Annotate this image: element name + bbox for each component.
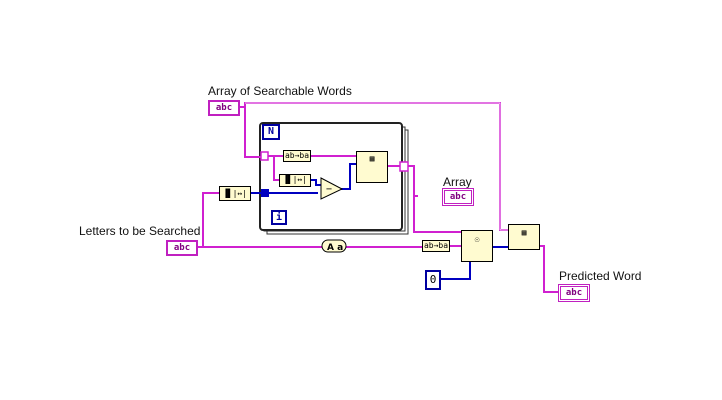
svg-text:A a: A a: [327, 243, 343, 253]
subtract-node[interactable]: −: [320, 177, 344, 200]
to-upper-case-node[interactable]: A a: [321, 239, 347, 253]
reverse-string-node[interactable]: ab→ba: [283, 150, 311, 162]
loop-count-terminal[interactable]: N: [262, 124, 280, 140]
array-of-searchable-words-control[interactable]: abc: [208, 100, 240, 116]
build-array-label: ▦: [369, 154, 375, 163]
index-array-node[interactable]: ▦: [508, 224, 540, 250]
zero-numeric-constant[interactable]: 0: [425, 270, 441, 290]
search-1d-array-node[interactable]: ☉: [461, 230, 493, 262]
loop-iteration-terminal[interactable]: i: [271, 210, 287, 225]
string-length-node[interactable]: ▐▌|↔|: [279, 174, 311, 187]
predicted-word-label: Predicted Word: [559, 269, 642, 283]
predicted-word-indicator[interactable]: abc: [558, 284, 590, 302]
for-loop-structure[interactable]: [259, 122, 409, 235]
letters-to-be-searched-control[interactable]: abc: [166, 240, 198, 256]
loop-tunnel-string: [260, 151, 269, 161]
array-indicator-label: Array: [443, 175, 472, 189]
array-of-searchable-words-label: Array of Searchable Words: [208, 84, 352, 98]
index-array-label: ▦: [521, 228, 527, 237]
search-1d-label: ☉: [474, 235, 480, 244]
string-length-label: ▐▌|↔|: [282, 175, 308, 184]
reverse-string-label: ab→ba: [284, 151, 310, 160]
string-length-outer-label: ▐▌|↔|: [222, 189, 248, 198]
svg-text:−: −: [326, 184, 332, 195]
letters-to-be-searched-label: Letters to be Searched: [79, 224, 201, 238]
reverse-string-node-2[interactable]: ab→ba: [422, 240, 450, 252]
array-indicator[interactable]: abc: [442, 188, 474, 206]
loop-output-tunnel: [399, 161, 409, 172]
reverse-string-2-label: ab→ba: [423, 241, 449, 250]
string-length-node-outer[interactable]: ▐▌|↔|: [219, 186, 251, 201]
loop-tunnel-numeric: [261, 189, 269, 197]
build-array-node[interactable]: ▦: [356, 151, 388, 183]
